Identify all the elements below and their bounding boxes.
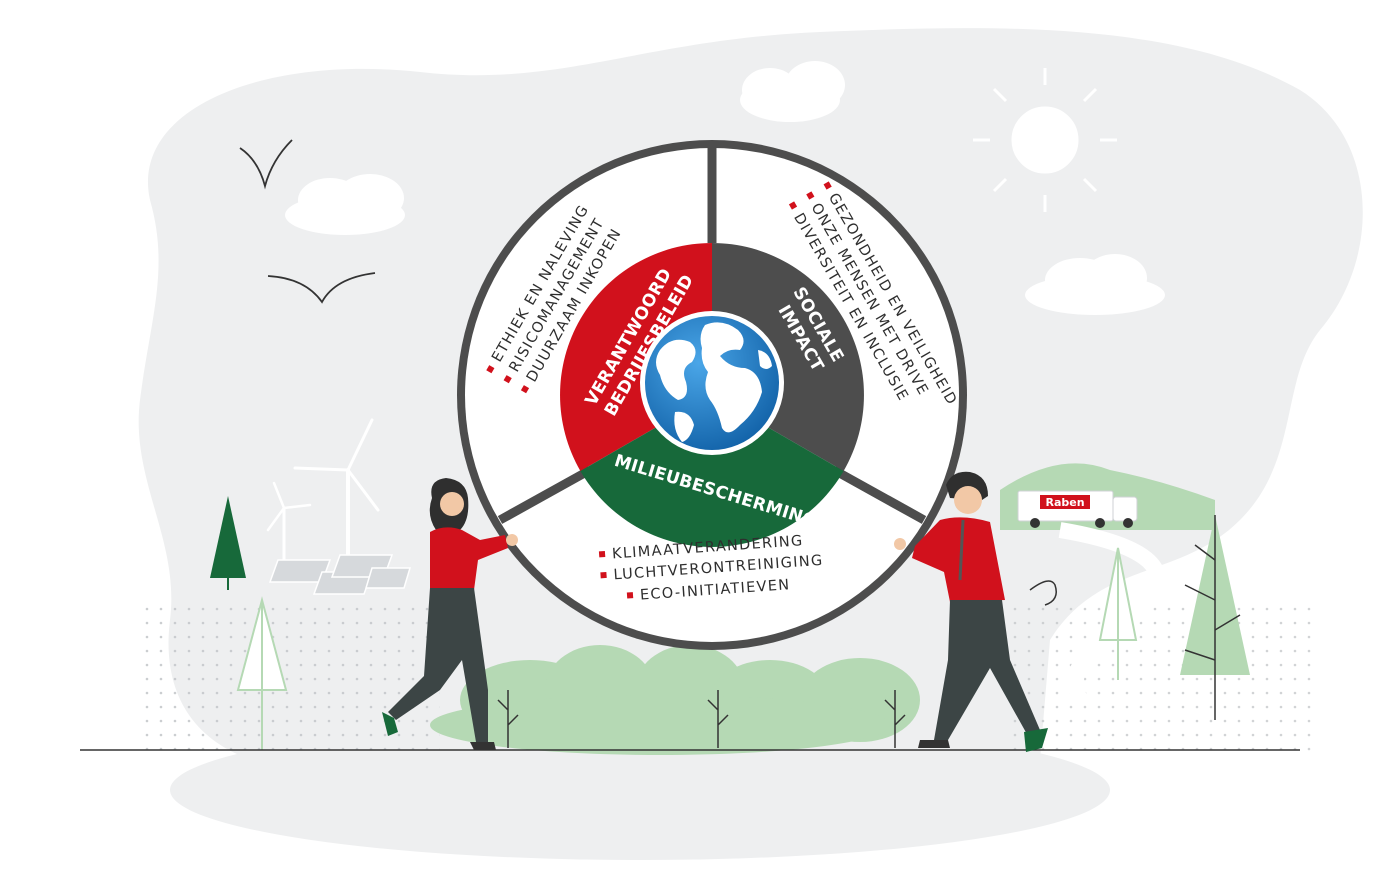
- sustainability-wheel: VERANTWOORD BEDRIJFSBELEID SOCIALE IMPAC…: [457, 140, 967, 650]
- bullet-icon: [520, 385, 530, 394]
- dotted-field-left: [140, 600, 440, 760]
- bullet-icon: [600, 571, 607, 579]
- bird-icon: [267, 272, 376, 304]
- dotted-field-right: [1010, 600, 1320, 760]
- bullet-icon: [598, 550, 606, 558]
- tree-icon: [1180, 515, 1250, 720]
- bullet-icon: [626, 592, 634, 599]
- segment-milieu: [580, 395, 844, 547]
- truck-brand-label: Raben: [1045, 496, 1084, 509]
- bullet-icon: [788, 201, 798, 210]
- tree-icon: [1098, 547, 1138, 680]
- truck-icon: Raben: [1017, 490, 1138, 528]
- road: [1058, 522, 1166, 703]
- cloud-icon: [740, 61, 845, 122]
- sun-icon: [973, 68, 1117, 212]
- person-man: [894, 471, 1048, 752]
- cloud-icon: [285, 174, 405, 235]
- cloud-icon: [1025, 254, 1165, 315]
- solar-panel-icon: [268, 554, 412, 595]
- bird-icon: [239, 139, 293, 190]
- road-line: [1029, 580, 1057, 606]
- tree-icon: [210, 496, 246, 590]
- bullet-icon: [486, 365, 495, 374]
- wheel-spoke: [497, 466, 593, 524]
- person-woman: [382, 478, 518, 750]
- wheel-spoke: [831, 466, 927, 524]
- sapling-icons: [497, 690, 906, 748]
- bullet-icon: [806, 191, 815, 200]
- tree-icon: [236, 596, 288, 750]
- bullet-icon: [823, 181, 832, 190]
- bullet-icon: [503, 375, 512, 384]
- globe-icon: [640, 311, 784, 455]
